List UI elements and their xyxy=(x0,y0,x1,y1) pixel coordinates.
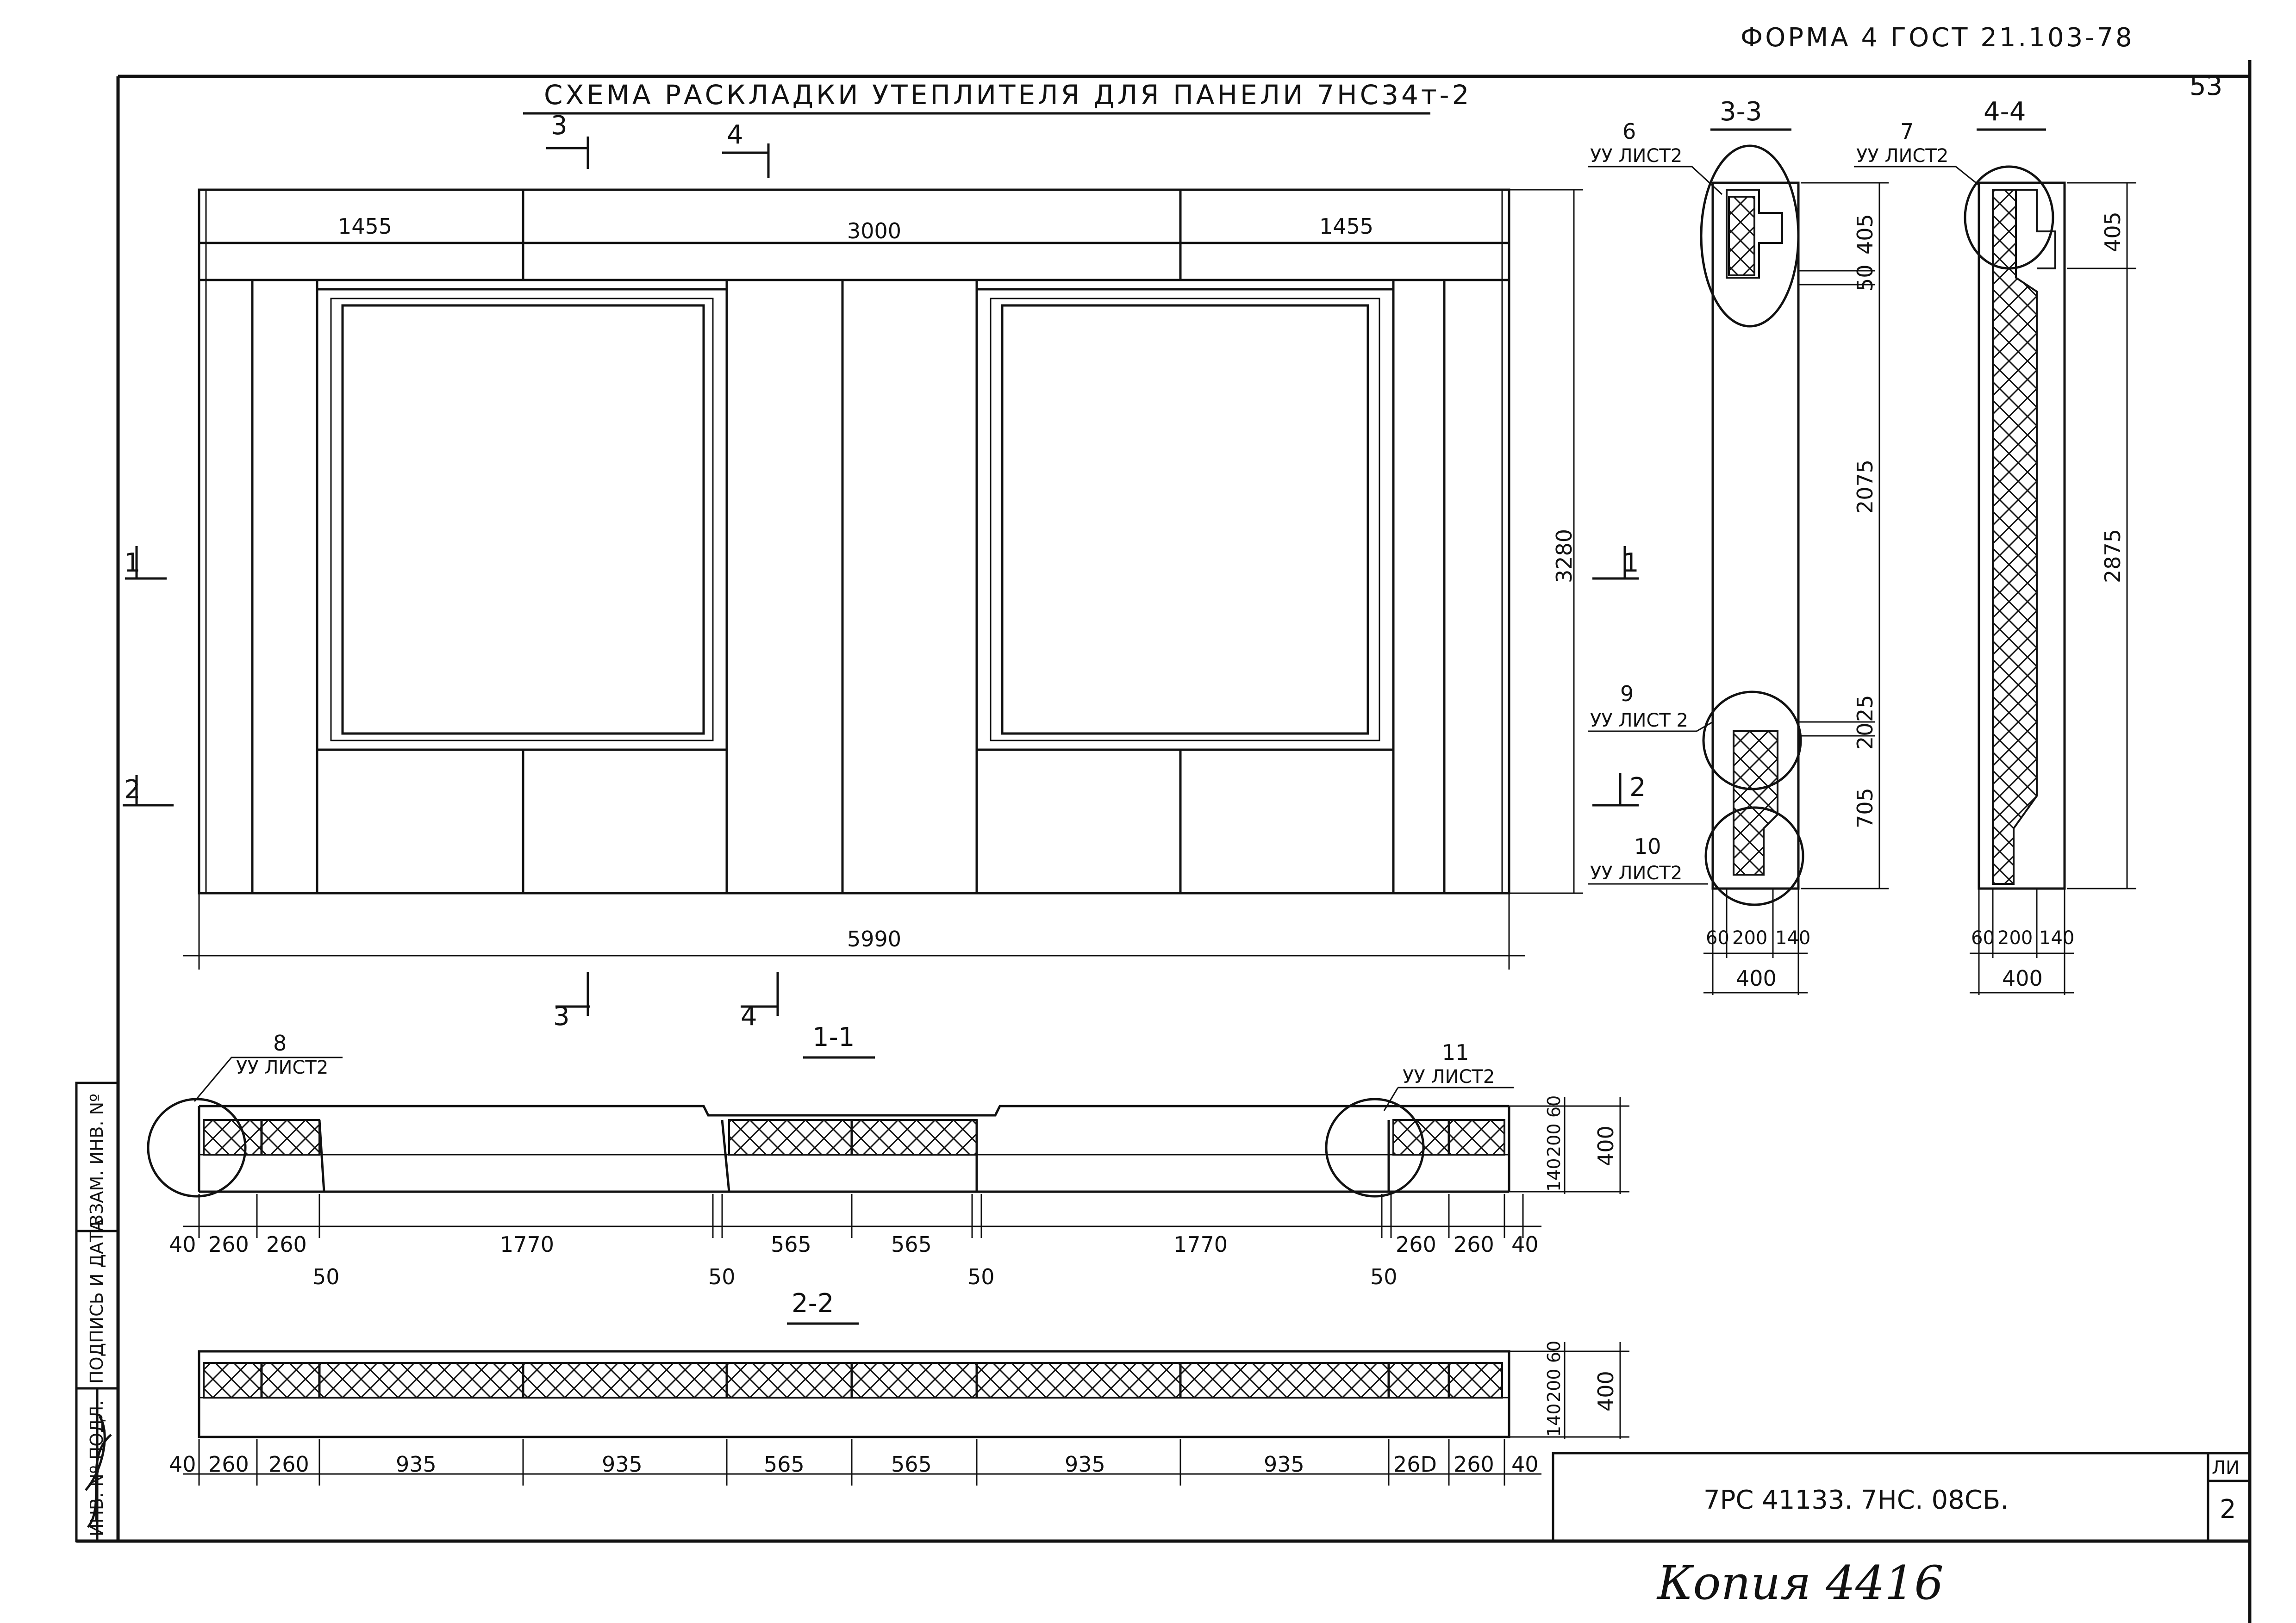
sidebar-stamp: ИНВ. Nº ПОДЛ. ПОДПИСЬ И ДАТА ВЗАМ. ИНВ. … xyxy=(75,1082,119,1542)
section-marks: 3 4 1 2 1 2 3 4 xyxy=(123,111,1646,1032)
s44-bot-60: 60 xyxy=(1971,927,1995,949)
s11-side-60: 60 xyxy=(1544,1095,1564,1118)
s33-bot-200: 200 xyxy=(1732,927,1767,949)
sidebar-sign-label: ПОДПИСЬ И ДАТА xyxy=(87,1219,107,1384)
document-code: 7РС 41133. 7НС. 08СБ. xyxy=(1703,1485,2009,1515)
callout-10-num: 10 xyxy=(1634,834,1661,859)
section-4-4-title: 4-4 xyxy=(1984,97,2026,127)
callout-9-ref: УУ ЛИСТ 2 xyxy=(1590,710,1688,731)
callout-7-num: 7 xyxy=(1900,119,1914,144)
s33-dim-2075: 2075 xyxy=(1853,460,1878,514)
dim-width: 5990 xyxy=(847,927,901,951)
callout-11-num: 11 xyxy=(1442,1040,1469,1065)
s22-dim-40a: 40 xyxy=(169,1452,196,1477)
section-1-1-title: 1-1 xyxy=(812,1022,855,1052)
panel-elevation xyxy=(198,188,1510,895)
s44-dim-2875: 2875 xyxy=(2100,529,2125,583)
s44-dim-405: 405 xyxy=(2100,211,2125,252)
s44-bot-200: 200 xyxy=(1997,927,2033,949)
s22-side-400: 400 xyxy=(1593,1371,1618,1412)
s22-dim-260c: 260 xyxy=(1454,1452,1494,1477)
s22-dim-260b: 260 xyxy=(268,1452,309,1477)
s11-dim-260c: 260 xyxy=(1396,1232,1436,1257)
section-4-4 xyxy=(1964,165,2136,995)
drawing-frame xyxy=(76,60,2252,1623)
s22-dim-935a: 935 xyxy=(396,1452,437,1477)
s33-dim-705: 705 xyxy=(1853,788,1878,828)
drawing-title: СХЕМА РАСКЛАДКИ УТЕПЛИТЕЛЯ ДЛЯ ПАНЕЛИ 7Н… xyxy=(544,79,1472,111)
s11-dim-260a: 260 xyxy=(208,1232,249,1257)
section-3-3-title: 3-3 xyxy=(1720,97,1762,127)
s22-dim-935d: 935 xyxy=(1264,1452,1304,1477)
s33-dim-50: 50 xyxy=(1853,264,1878,292)
s11-dim-1770b: 1770 xyxy=(1173,1232,1228,1257)
s22-dim-40b: 40 xyxy=(1511,1452,1539,1477)
sidebar-vzam-label: ВЗАМ. ИНВ. Nº xyxy=(87,1094,107,1226)
s11-side-140: 140 xyxy=(1544,1158,1564,1192)
s11-dim-565a: 565 xyxy=(771,1232,811,1257)
s11-gap-50b: 50 xyxy=(708,1264,736,1289)
callout-6-ref: УУ ЛИСТ2 xyxy=(1590,145,1682,167)
s11-gap-50d: 50 xyxy=(1370,1264,1398,1289)
copy-note: Копия 4416 xyxy=(1656,1556,1944,1610)
section-mark-1-left: 1 xyxy=(124,548,141,578)
dim-top-mid: 3000 xyxy=(847,218,901,243)
s22-side-200: 200 xyxy=(1544,1368,1564,1402)
section-2-2 xyxy=(183,1342,1629,1486)
window-left xyxy=(316,288,728,751)
s11-gap-50c: 50 xyxy=(967,1264,995,1289)
form-label: ФОРМА 4 ГОСТ 21.103-78 xyxy=(1741,23,2134,53)
s22-dim-565b: 565 xyxy=(891,1452,932,1477)
sheet-label: ЛИ xyxy=(2212,1457,2240,1479)
s22-dim-565a: 565 xyxy=(764,1452,805,1477)
s33-bot-60: 60 xyxy=(1706,927,1729,949)
section-3-3 xyxy=(1700,144,1889,995)
s22-dim-260a: 260 xyxy=(208,1452,249,1477)
section-mark-2-left: 2 xyxy=(124,775,141,805)
section-1-1 xyxy=(147,1097,1629,1238)
callout-8-ref: УУ ЛИСТ2 xyxy=(236,1057,328,1078)
callout-11-ref: УУ ЛИСТ2 xyxy=(1403,1066,1495,1088)
s22-side-140: 140 xyxy=(1544,1403,1564,1437)
s22-side-60: 60 xyxy=(1544,1341,1564,1363)
section-mark-2-right: 2 xyxy=(1629,772,1646,802)
s11-side-400: 400 xyxy=(1593,1126,1618,1166)
s11-dim-260d: 260 xyxy=(1454,1232,1494,1257)
section-2-2-title: 2-2 xyxy=(792,1288,834,1318)
callout-9-num: 9 xyxy=(1620,681,1634,706)
s33-dim-25: 25 xyxy=(1853,695,1878,722)
callout-6-num: 6 xyxy=(1622,119,1636,144)
callout-8-num: 8 xyxy=(273,1031,287,1056)
s22-dim-26d: 26D xyxy=(1393,1452,1437,1477)
s11-dim-565b: 565 xyxy=(891,1232,932,1257)
window-right xyxy=(975,288,1395,751)
s22-dim-935b: 935 xyxy=(602,1452,643,1477)
s33-bot-140: 140 xyxy=(1775,927,1810,949)
title-block xyxy=(1552,1452,2251,1542)
s33-dim-405: 405 xyxy=(1853,214,1878,255)
s33-bot-400: 400 xyxy=(1736,966,1777,991)
callout-7-ref: УУ ЛИСТ2 xyxy=(1856,145,1948,167)
dim-height: 3280 xyxy=(1552,529,1577,583)
s22-dim-935c: 935 xyxy=(1065,1452,1105,1477)
dim-top-right: 1455 xyxy=(1319,214,1373,239)
s33-dim-20: 20 xyxy=(1853,722,1878,750)
s11-dim-1770a: 1770 xyxy=(500,1232,554,1257)
dim-top-left: 1455 xyxy=(338,214,392,239)
sheet-number: 2 xyxy=(2220,1494,2236,1524)
s11-dim-40a: 40 xyxy=(169,1232,196,1257)
s11-gap-50a: 50 xyxy=(312,1264,340,1289)
section-mark-3-top: 3 xyxy=(551,111,568,141)
callout-10-ref: УУ ЛИСТ2 xyxy=(1590,863,1682,884)
s44-bot-400: 400 xyxy=(2002,966,2043,991)
s44-bot-140: 140 xyxy=(2039,927,2074,949)
s11-dim-260b: 260 xyxy=(266,1232,307,1257)
section-mark-4-top: 4 xyxy=(727,120,743,150)
s11-dim-40b: 40 xyxy=(1511,1232,1539,1257)
s11-side-200: 200 xyxy=(1544,1123,1564,1157)
